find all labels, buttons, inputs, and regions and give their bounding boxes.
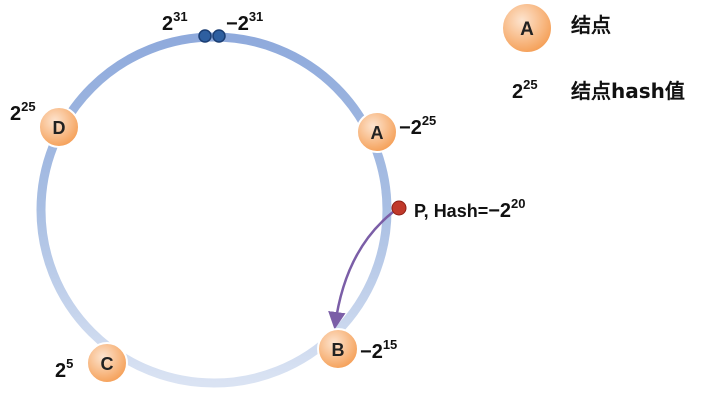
node-a: A −225 [356, 111, 436, 153]
node-a-circle [356, 111, 398, 153]
node-d-label: D [53, 118, 66, 138]
node-c-hash: 25 [55, 356, 73, 382]
node-d-circle [38, 106, 80, 148]
marker-neg-2-31 [212, 29, 226, 43]
node-d-hash: 225 [10, 99, 36, 125]
node-c: C 25 [55, 342, 128, 384]
point-p: P, Hash=−220 [391, 196, 526, 222]
legend-node-text: 结点 [571, 13, 611, 37]
marker-2-31 [198, 29, 212, 43]
point-p-label: P, Hash=−220 [414, 196, 526, 222]
label-2-31: 231 [162, 9, 188, 35]
node-b-circle [317, 328, 359, 370]
legend-hash-sample: 225 [512, 77, 538, 103]
legend-hash-text: 结点hash值 [571, 79, 685, 103]
node-a-hash: −225 [399, 113, 436, 139]
legend: A 结点 225 结点hash值 [501, 2, 685, 103]
node-c-label: C [101, 354, 114, 374]
label-neg-2-31: −231 [226, 9, 263, 35]
node-b: B −215 [317, 328, 397, 370]
node-a-label: A [371, 123, 384, 143]
legend-node-sample [501, 2, 553, 54]
node-b-hash: −215 [360, 337, 397, 363]
legend-node-sample-label: A [520, 19, 534, 40]
p-to-b-arrow [328, 211, 394, 330]
ring-origin-markers: 231 −231 [162, 9, 263, 43]
node-b-label: B [332, 340, 345, 360]
node-d: D 225 [10, 99, 80, 148]
point-p-dot [391, 200, 407, 216]
node-c-circle [86, 342, 128, 384]
